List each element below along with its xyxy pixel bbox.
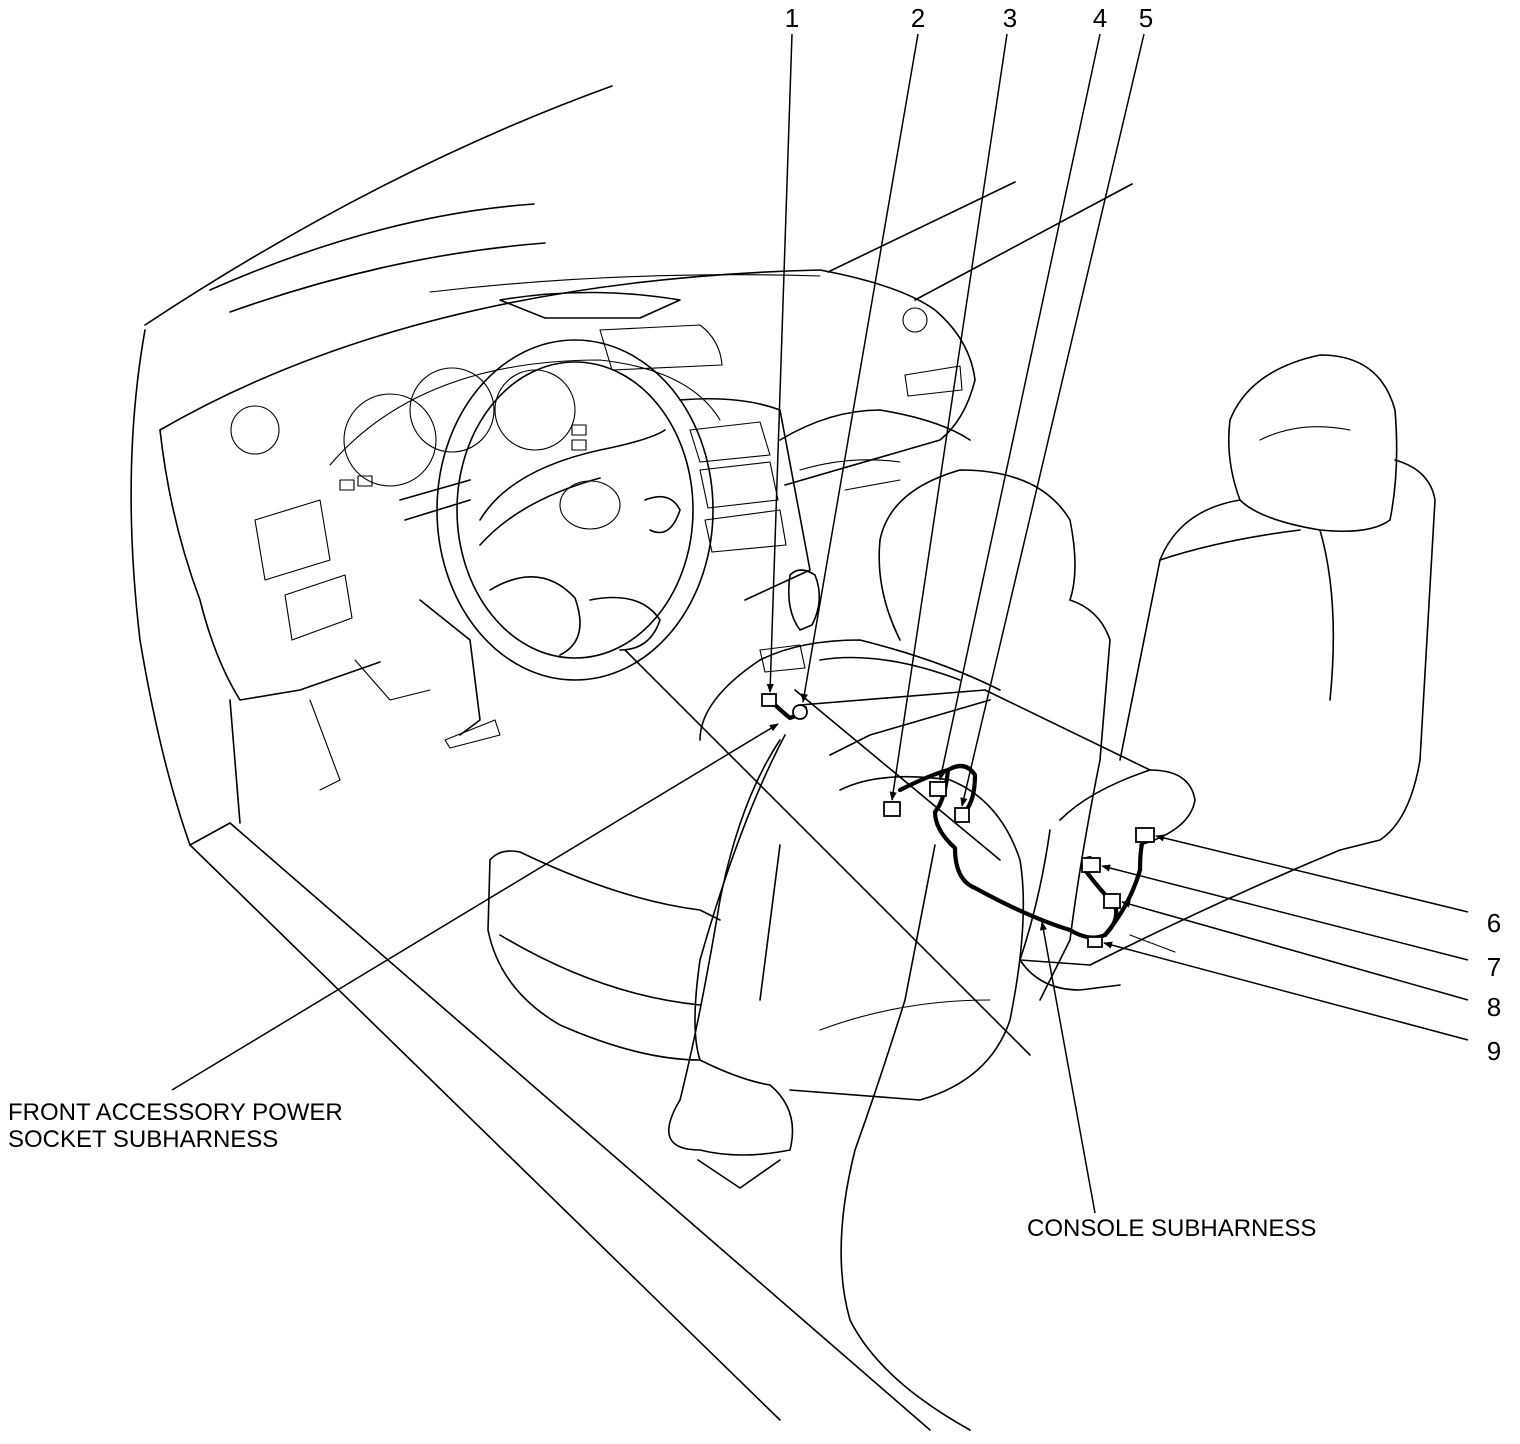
leader-2 (800, 33, 919, 703)
callout-1: 1 (785, 3, 799, 33)
leader-lines (171, 33, 1469, 1214)
callout-5: 5 (1139, 3, 1153, 33)
connector-8 (1103, 893, 1121, 909)
callout-7: 7 (1487, 952, 1501, 982)
connector-1 (761, 693, 777, 707)
connector-2 (792, 704, 808, 720)
leader-3 (889, 33, 1008, 801)
callout-8: 8 (1487, 992, 1501, 1022)
connector-9 (1087, 936, 1103, 948)
callout-9: 9 (1487, 1036, 1501, 1066)
connectors (761, 693, 1155, 948)
console-subharness-label: CONSOLE SUBHARNESS (1027, 1215, 1316, 1242)
callout-2: 2 (911, 3, 925, 33)
leader-5 (960, 33, 1145, 807)
callout-3: 3 (1003, 3, 1017, 33)
leader-6 (1155, 834, 1469, 913)
connector-3 (883, 801, 901, 817)
vehicle-interior-illustration (130, 85, 1436, 1431)
connector-5 (954, 807, 970, 823)
front-accessory-label-line2: SOCKET SUBHARNESS (8, 1126, 278, 1153)
leader-1 (766, 33, 793, 693)
leader-7 (1101, 864, 1469, 961)
callout-6: 6 (1487, 908, 1501, 938)
leader-9 (1103, 941, 1469, 1041)
callout-numbers: 1 2 3 4 5 6 7 8 9 (785, 3, 1501, 1066)
connector-7 (1081, 857, 1101, 873)
connector-4 (929, 781, 947, 797)
leader-console-subharness (1039, 921, 1096, 1214)
leader-8 (1121, 900, 1469, 1001)
callout-4: 4 (1093, 3, 1107, 33)
connector-6 (1135, 827, 1155, 843)
leader-front-accessory-subharness (171, 723, 779, 1091)
front-accessory-label-line1: FRONT ACCESSORY POWER (8, 1099, 343, 1126)
leader-4 (938, 33, 1101, 781)
component-labels: FRONT ACCESSORY POWER SOCKET SUBHARNESS … (8, 1099, 1316, 1242)
